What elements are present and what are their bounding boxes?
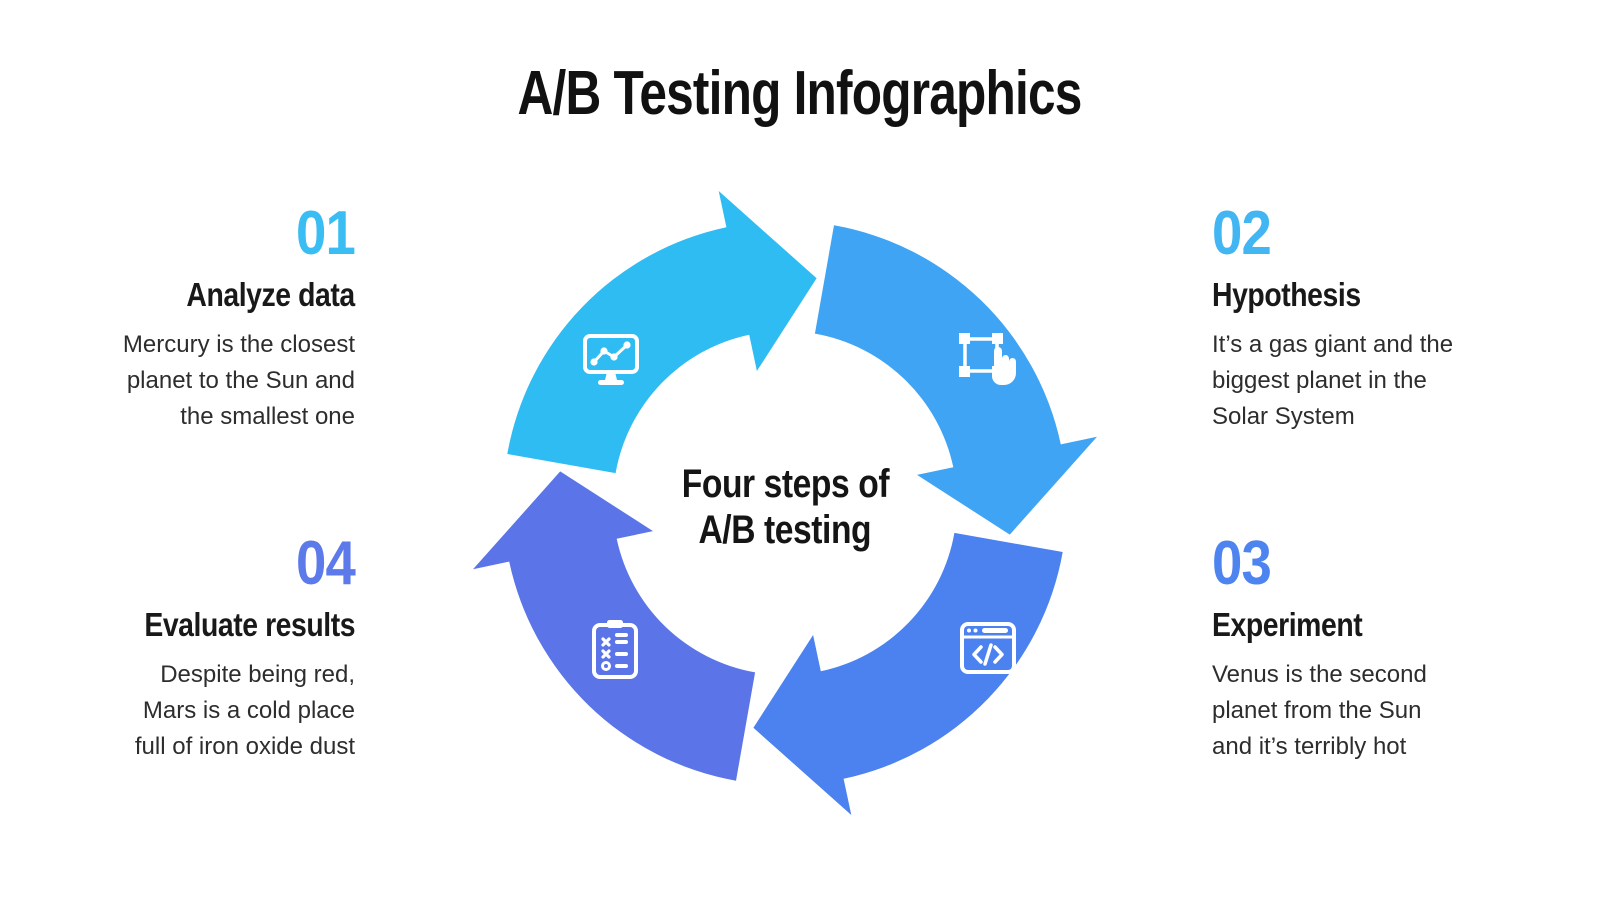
step-heading-text: Evaluate results [144, 606, 355, 643]
monitor-analytics-icon [579, 329, 643, 393]
step-heading: Hypothesis [1212, 276, 1512, 314]
step-evaluate-results: 04 Evaluate results Despite being red, M… [55, 529, 356, 765]
step-analyze-data: 01 Analyze data Mercury is the closest p… [55, 199, 356, 435]
step-heading-text: Experiment [1212, 606, 1363, 643]
step-heading-text: Hypothesis [1212, 276, 1361, 313]
step-heading: Evaluate results [55, 606, 355, 644]
description-line: and it’s terribly hot [1212, 733, 1407, 760]
description-line: planet to the Sun and [126, 367, 355, 394]
step-number: 01 [55, 199, 356, 268]
description-line: Venus is the second [1212, 661, 1427, 688]
page-title: A/B Testing Infographics [0, 60, 1600, 128]
step-number-text: 02 [1212, 199, 1272, 268]
step-description: Despite being red, Mars is a cold place … [55, 657, 355, 765]
code-window-icon [956, 616, 1020, 680]
center-label-line2: A/B testing [698, 508, 872, 552]
cycle-diagram: Four steps of A/B testing [455, 173, 1115, 833]
page-title-text: A/B Testing Infographics [517, 59, 1083, 128]
step-hypothesis: 02 Hypothesis It’s a gas giant and the b… [1212, 202, 1512, 435]
description-line: Mercury is the closest [122, 331, 355, 358]
step-number-text: 04 [296, 529, 356, 598]
step-number-text: 03 [1212, 529, 1272, 598]
description-line: Despite being red, [160, 661, 355, 688]
description-line: It’s a gas giant and the [1212, 331, 1454, 358]
clipboard-checklist-icon [583, 617, 647, 681]
description-line: planet from the Sun [1212, 697, 1422, 724]
arrow-segment-experiment [753, 532, 1063, 815]
description-line: the smallest one [180, 403, 355, 430]
step-heading: Experiment [1212, 606, 1512, 644]
center-label-line1: Four steps of [681, 462, 889, 506]
selection-hand-icon [956, 330, 1020, 394]
arrow-segment-analyze [507, 191, 817, 474]
step-description: Venus is the second planet from the Sun … [1212, 657, 1512, 765]
step-number: 02 [1212, 202, 1512, 266]
step-number-text: 01 [296, 199, 356, 268]
arrow-segment-hypothesis [814, 225, 1097, 535]
step-experiment: 03 Experiment Venus is the second planet… [1212, 532, 1512, 765]
step-description: Mercury is the closest planet to the Sun… [55, 327, 355, 435]
description-line: Mars is a cold place [142, 697, 355, 724]
description-line: biggest planet in the [1212, 367, 1427, 394]
step-number: 04 [55, 529, 356, 598]
description-line: Solar System [1212, 403, 1355, 430]
step-heading-text: Analyze data [186, 276, 356, 313]
step-number: 03 [1212, 532, 1512, 596]
step-description: It’s a gas giant and the biggest planet … [1212, 327, 1512, 435]
step-heading: Analyze data [55, 276, 356, 314]
diagram-center-label: Four steps of A/B testing [455, 461, 1115, 553]
description-line: full of iron oxide dust [134, 733, 355, 760]
